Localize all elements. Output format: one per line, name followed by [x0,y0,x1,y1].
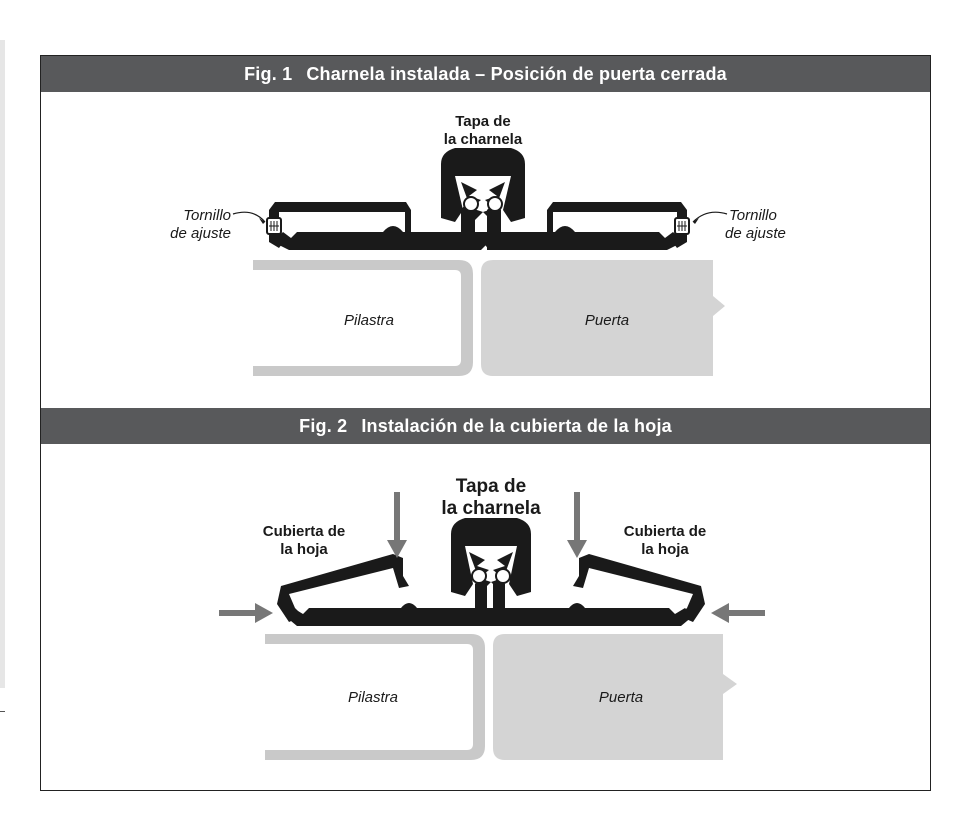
fig2-right-base [485,608,693,626]
fig1-number: Fig. 1 [244,63,293,84]
fig1-hinge-cap [441,148,525,222]
fig1-right-screw-label-line2: de ajuste [725,225,786,242]
figure-panel: Fig. 1 Charnela instalada – Posición de … [40,55,931,791]
fig2-left-leaf-cover [277,554,409,622]
fig1-cap-label-line1: Tapa de [455,113,511,130]
fig2-left-leaf-label-line1: Cubierta de [263,523,346,540]
fig1-left-screw-leader [232,211,266,223]
page-margin-strip [0,40,5,688]
fig1-right-screw-arrowhead [693,218,699,224]
fig2-diagram: Tapa de la charnela Cubierta de la hoja … [219,476,765,760]
fig2-cap-label-line2: la charnela [441,498,541,519]
fig1-jamb-label: Pilastra [344,312,394,329]
fig2-knuckle-right [493,576,505,626]
fig2-arrow-left [711,603,765,623]
fig2-left-base [285,608,499,626]
fig2-number: Fig. 2 [299,415,348,436]
fig1-right-screw-leader [692,211,728,223]
fig1-knuckle-left [461,202,475,250]
fig2-right-leaf-label-line1: Cubierta de [624,523,707,540]
fig2-title: Instalación de la cubierta de la hoja [361,415,672,436]
fig2-jamb-label: Pilastra [348,689,398,706]
fig1-left-screw-label-line1: Tornillo [183,207,231,224]
fig1-right-screw-label-line1: Tornillo [729,207,777,224]
fig2-right-leaf-cover [573,554,705,622]
fig2-right-base-rib [569,603,585,608]
fig2-right-leaf-label-line2: la hoja [641,541,689,558]
fig1-title: Charnela instalada – Posición de puerta … [306,63,727,84]
fig2-left-leaf-label-line2: la hoja [280,541,328,558]
fig2-cap-label-line1: Tapa de [456,476,526,497]
fig2-header: Fig. 2 Instalación de la cubierta de la … [41,408,930,444]
fig1-door [481,260,725,376]
fig1-left-screw-arrowhead [259,218,265,224]
fig1-right-leaf [483,202,690,250]
fig1-left-screw-label-line2: de ajuste [170,225,231,242]
fig1-left-leaf [266,202,489,250]
fig2-arrow-right [219,603,273,623]
fig2-left-base-rib [401,603,417,608]
fig1-cap-label-line2: la charnela [444,131,523,148]
fig2-door [493,634,737,760]
fig2-hinge-cap [451,518,531,596]
fig2-arrow-down-left [387,492,407,558]
page-margin-rule [0,711,5,712]
fig1-door-label: Puerta [585,312,629,329]
fig1-header: Fig. 1 Charnela instalada – Posición de … [41,56,930,92]
fig1-diagram: Tapa de la charnela Tornillo de ajuste T… [170,113,786,376]
fig2-door-label: Puerta [599,689,643,706]
fig2-arrow-down-right [567,492,587,558]
